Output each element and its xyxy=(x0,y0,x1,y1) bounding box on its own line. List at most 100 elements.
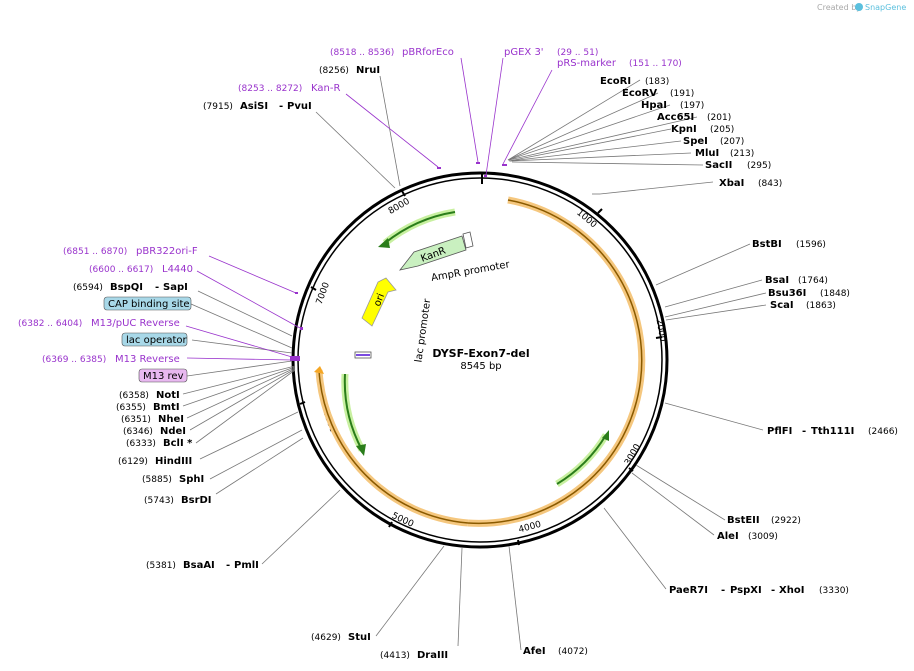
enzyme-pos: (191) xyxy=(670,89,694,99)
enzyme-alei: AleI xyxy=(717,531,739,542)
enzyme-pos: (2922) xyxy=(771,516,801,526)
plasmid-name: DYSF-Exon7-del xyxy=(432,347,529,360)
primer-pos: (6369 .. 6385) xyxy=(42,355,106,365)
primer-pos: (8253 .. 8272) xyxy=(238,84,302,94)
enzyme-mlui: MluI xyxy=(695,148,719,159)
enzyme-spei: SpeI xyxy=(683,136,708,147)
green-arc-top-line xyxy=(384,211,456,244)
enzyme-pos: (201) xyxy=(707,113,731,123)
enzyme-pos: (6333) xyxy=(126,439,156,449)
snapgene-logo-icon xyxy=(855,3,863,11)
enzyme-bspqi: BspQI xyxy=(110,282,143,293)
tick-label: 8000 xyxy=(387,197,412,217)
cds-arc-left-edge xyxy=(318,369,469,524)
enzyme-hindiii: HindIII xyxy=(155,456,192,467)
enzyme-ecori: EcoRI xyxy=(600,76,631,87)
enzyme-bstbi: BstBI xyxy=(752,239,782,250)
lac-operator-box xyxy=(121,332,188,347)
primer-m13-puc-reverse: M13/pUC Reverse xyxy=(91,318,180,329)
green-arc-left-line xyxy=(343,373,363,451)
enzyme-ndei: NdeI xyxy=(160,426,186,437)
primer-l4440: L4440 xyxy=(162,264,193,275)
created-by-label: Created by xyxy=(817,3,861,12)
enzyme-pos: (295) xyxy=(747,161,771,171)
tick-label: 7000 xyxy=(315,281,332,306)
enzyme-tth111i: Tth111I xyxy=(811,426,854,437)
enzyme-pvui: PvuI xyxy=(287,101,312,112)
primer-pbrforeco: pBRforEco xyxy=(402,47,454,58)
enzyme-pos: (207) xyxy=(720,137,744,147)
enzyme-pos: (1863) xyxy=(806,301,836,311)
enzyme-sapi: SapI xyxy=(163,282,188,293)
enzyme-pos: (6346) xyxy=(123,427,153,437)
primer-pos: (6600 .. 6617) xyxy=(89,265,153,275)
enzyme-noti: NotI xyxy=(156,390,180,401)
enzyme-ecorv: EcoRV xyxy=(622,88,657,99)
primer-m13-reverse: M13 Reverse xyxy=(115,354,180,365)
enzyme-pos: (7915) xyxy=(203,102,233,112)
cds-arc-left xyxy=(315,369,469,527)
ampr-promoter-label: AmpR promoter xyxy=(430,259,511,284)
enzyme-xbai: XbaI xyxy=(719,178,744,189)
enzyme-pos: (4629) xyxy=(311,633,341,643)
enzyme-afei: AfeI xyxy=(523,646,546,657)
enzyme-sacii: SacII xyxy=(705,160,732,171)
enzyme-pos: (4413) xyxy=(380,651,410,661)
ori-label: ori xyxy=(372,292,387,308)
enzyme-sphi: SphI xyxy=(179,474,204,485)
primer-pos: (151 .. 170) xyxy=(629,59,682,69)
cap-binding-site-box xyxy=(103,296,192,311)
enzyme-pos: (5743) xyxy=(144,496,174,506)
green-arc-right xyxy=(555,433,609,487)
enzyme-paer7i: PaeR7I xyxy=(669,585,708,596)
cds-arc-right-edge xyxy=(467,199,643,525)
enzyme-nhei: NheI xyxy=(158,414,184,425)
enzyme-pos: (6351) xyxy=(121,415,151,425)
enzyme-bsrdi: BsrDI xyxy=(181,495,212,506)
svg-text:-: - xyxy=(802,426,806,437)
kanr-arrow xyxy=(399,235,467,271)
enzyme-pos: (213) xyxy=(730,149,754,159)
enzyme-draiii: DraIII xyxy=(417,650,448,661)
cap-binding-site-label: CAP binding site xyxy=(108,299,190,310)
enzyme-pos: (3330) xyxy=(819,586,849,596)
svg-text:-: - xyxy=(155,282,159,293)
enzyme-pos: (6355) xyxy=(116,403,146,413)
enzyme-pos: (2466) xyxy=(868,427,898,437)
green-arrow-head xyxy=(378,238,390,248)
enzyme-pos: (197) xyxy=(680,101,704,111)
enzyme-pos: (5885) xyxy=(142,475,172,485)
enzyme-asisi: AsiSI xyxy=(240,101,268,112)
enzyme-pos: (1596) xyxy=(796,240,826,250)
enzyme-nrui: NruI xyxy=(356,65,380,76)
leader-lines xyxy=(182,57,767,651)
tick-label: 2000 xyxy=(654,318,668,343)
enzyme-bmti: BmtI xyxy=(153,402,180,413)
green-arrow-head xyxy=(356,444,366,456)
enzyme-bsaai: BsaAI xyxy=(183,560,215,571)
enzyme-pos: (1848) xyxy=(820,289,850,299)
green-arrow-head xyxy=(602,430,609,441)
backbone-outer xyxy=(291,171,669,549)
enzyme-pos: (205) xyxy=(710,125,734,135)
backbone-inner xyxy=(297,177,663,543)
primer-pos: (6851 .. 6870) xyxy=(63,247,127,257)
primer-pos: (6382 .. 6404) xyxy=(18,319,82,329)
lac-promoter-label: lac promoter xyxy=(413,297,433,363)
enzyme-stui: StuI xyxy=(348,632,371,643)
enzyme-pos: (183) xyxy=(645,77,669,87)
primer-pos: (8518 .. 8536) xyxy=(330,48,394,58)
tick-marks xyxy=(299,172,663,546)
primer-pgex3: pGEX 3' xyxy=(504,47,544,58)
cds-arrow-head xyxy=(314,366,324,374)
enzyme-bsu36i: Bsu36I xyxy=(768,288,806,299)
plasmid-size: 8545 bp xyxy=(460,361,501,372)
green-arc-top xyxy=(382,208,456,246)
primer-kanr: Kan-R xyxy=(311,83,340,94)
svg-text:-: - xyxy=(226,560,230,571)
ampr-promoter-box xyxy=(462,231,474,249)
enzyme-bcli: BclI * xyxy=(163,438,193,449)
svg-text:-: - xyxy=(721,585,725,596)
enzyme-pos: (1764) xyxy=(798,276,828,286)
